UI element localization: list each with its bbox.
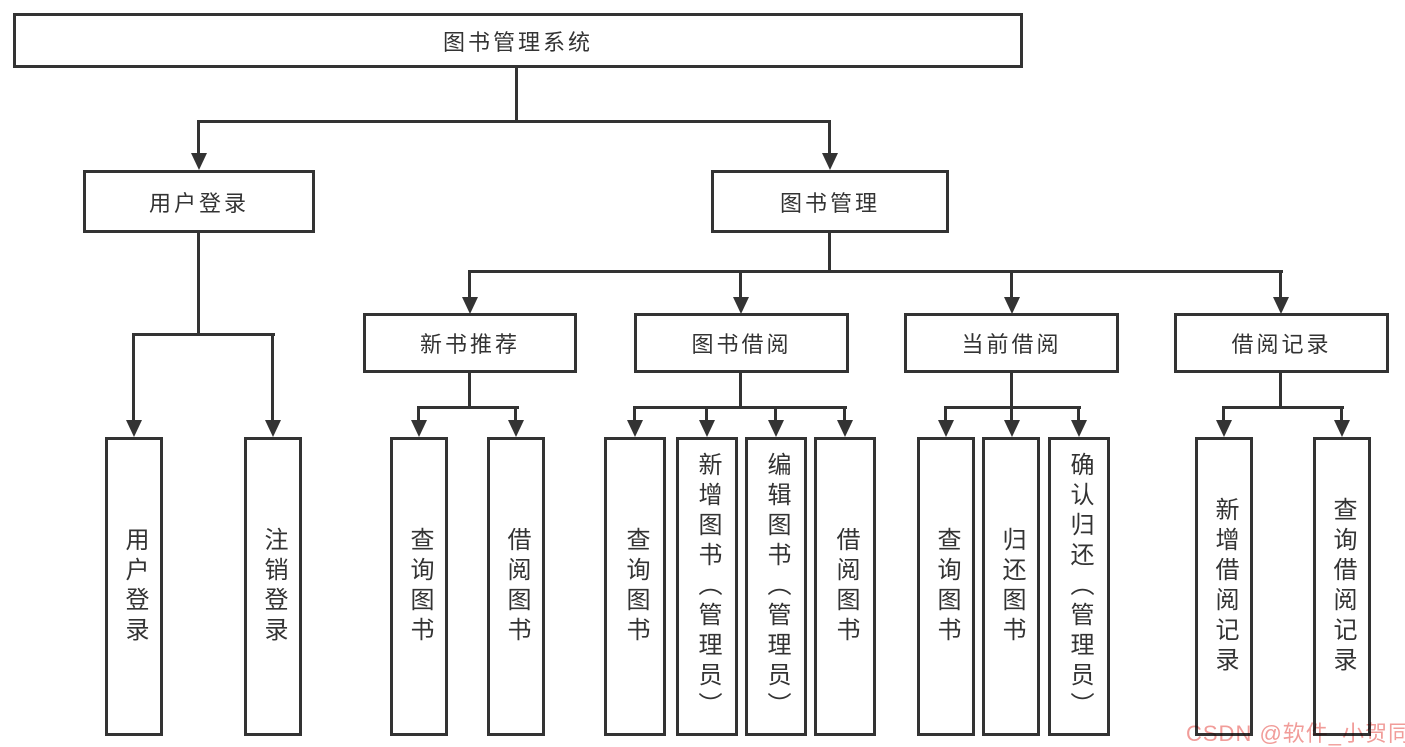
leaf-query-books-1-label: 查询图书	[406, 526, 433, 647]
leaf-borrow-books-1-label: 借阅图书	[503, 526, 530, 647]
connector-line	[1010, 373, 1013, 409]
connector-line	[739, 270, 742, 298]
connector-line	[739, 373, 742, 409]
connector-line	[633, 406, 636, 422]
connector-line	[197, 120, 200, 154]
leaf-return-book-label: 归还图书	[998, 526, 1025, 647]
connector-line	[132, 333, 275, 336]
connector-line	[1279, 270, 1282, 298]
node-book-management-label: 图书管理	[779, 190, 880, 216]
connector-line	[468, 270, 1283, 273]
leaf-logout: 注销登录	[244, 437, 302, 736]
arrow-down-icon	[768, 420, 784, 437]
leaf-logout-label: 注销登录	[260, 526, 287, 647]
leaf-add-borrow-record: 新增借阅记录	[1195, 437, 1253, 736]
arrow-down-icon	[265, 420, 281, 437]
node-root-label: 图书管理系统	[442, 29, 593, 55]
leaf-edit-book-admin-label: 编辑图书（管理员）	[763, 451, 790, 722]
arrow-down-icon	[126, 420, 142, 437]
connector-line	[828, 233, 831, 273]
connector-line	[1010, 406, 1013, 422]
node-root: 图书管理系统	[13, 13, 1023, 68]
node-current-borrowing-label: 当前借阅	[961, 332, 1062, 357]
connector-line	[271, 333, 274, 421]
arrow-down-icon	[1004, 420, 1020, 437]
connector-line	[197, 120, 831, 123]
leaf-borrow-books-2: 借阅图书	[814, 437, 876, 736]
node-borrowing-records-label: 借阅记录	[1231, 332, 1332, 357]
connector-line	[843, 406, 846, 422]
node-book-borrowing-label: 图书借阅	[691, 332, 792, 357]
connector-line	[944, 406, 947, 422]
connector-line	[774, 406, 777, 422]
arrow-down-icon	[1216, 420, 1232, 437]
node-user-login: 用户登录	[83, 170, 315, 233]
connector-line	[1222, 406, 1344, 409]
leaf-query-borrow-record-label: 查询借阅记录	[1329, 496, 1356, 677]
arrow-down-icon	[1334, 420, 1350, 437]
arrow-down-icon	[733, 297, 749, 314]
leaf-query-books-3: 查询图书	[917, 437, 975, 736]
arrow-down-icon	[411, 420, 427, 437]
node-current-borrowing: 当前借阅	[904, 313, 1119, 373]
leaf-add-book-admin: 新增图书（管理员）	[676, 437, 738, 736]
connector-line	[828, 120, 831, 154]
node-borrowing-records: 借阅记录	[1174, 313, 1389, 373]
arrow-down-icon	[191, 153, 207, 170]
node-new-book-recommend: 新书推荐	[363, 313, 577, 373]
arrow-down-icon	[1071, 420, 1087, 437]
leaf-add-borrow-record-label: 新增借阅记录	[1211, 496, 1238, 677]
connector-line	[633, 406, 847, 409]
connector-line	[1010, 270, 1013, 298]
connector-line	[1222, 406, 1225, 422]
arrow-down-icon	[699, 420, 715, 437]
connector-line	[468, 270, 471, 298]
connector-line	[468, 373, 471, 409]
leaf-query-borrow-record: 查询借阅记录	[1313, 437, 1371, 736]
leaf-confirm-return-admin-label: 确认归还（管理员）	[1066, 451, 1093, 722]
arrow-down-icon	[1004, 297, 1020, 314]
leaf-query-books-3-label: 查询图书	[933, 526, 960, 647]
connector-line	[132, 333, 135, 421]
node-new-book-recommend-label: 新书推荐	[419, 332, 520, 357]
arrow-down-icon	[627, 420, 643, 437]
leaf-user-login-label: 用户登录	[121, 526, 148, 647]
connector-line	[1279, 373, 1282, 409]
node-user-login-label: 用户登录	[148, 190, 249, 216]
leaf-add-book-admin-label: 新增图书（管理员）	[694, 451, 721, 722]
connector-line	[417, 406, 519, 409]
leaf-query-books-2: 查询图书	[604, 437, 666, 736]
connector-line	[515, 68, 518, 121]
arrow-down-icon	[508, 420, 524, 437]
node-book-borrowing: 图书借阅	[634, 313, 849, 373]
leaf-query-books-2-label: 查询图书	[622, 526, 649, 647]
arrow-down-icon	[1273, 297, 1289, 314]
connector-line	[197, 233, 200, 336]
leaf-borrow-books-1: 借阅图书	[487, 437, 545, 736]
arrow-down-icon	[822, 153, 838, 170]
leaf-confirm-return-admin: 确认归还（管理员）	[1048, 437, 1110, 736]
leaf-edit-book-admin: 编辑图书（管理员）	[745, 437, 807, 736]
leaf-return-book: 归还图书	[982, 437, 1040, 736]
arrow-down-icon	[462, 297, 478, 314]
connector-line	[1077, 406, 1080, 422]
connector-line	[1340, 406, 1343, 422]
node-book-management: 图书管理	[711, 170, 949, 233]
connector-line	[514, 406, 517, 422]
csdn-watermark: CSDN @软件_小贺同学	[1186, 721, 1405, 746]
connector-line	[417, 406, 420, 422]
connector-line	[705, 406, 708, 422]
arrow-down-icon	[938, 420, 954, 437]
leaf-borrow-books-2-label: 借阅图书	[832, 526, 859, 647]
arrow-down-icon	[837, 420, 853, 437]
leaf-query-books-1: 查询图书	[390, 437, 448, 736]
leaf-user-login: 用户登录	[105, 437, 163, 736]
